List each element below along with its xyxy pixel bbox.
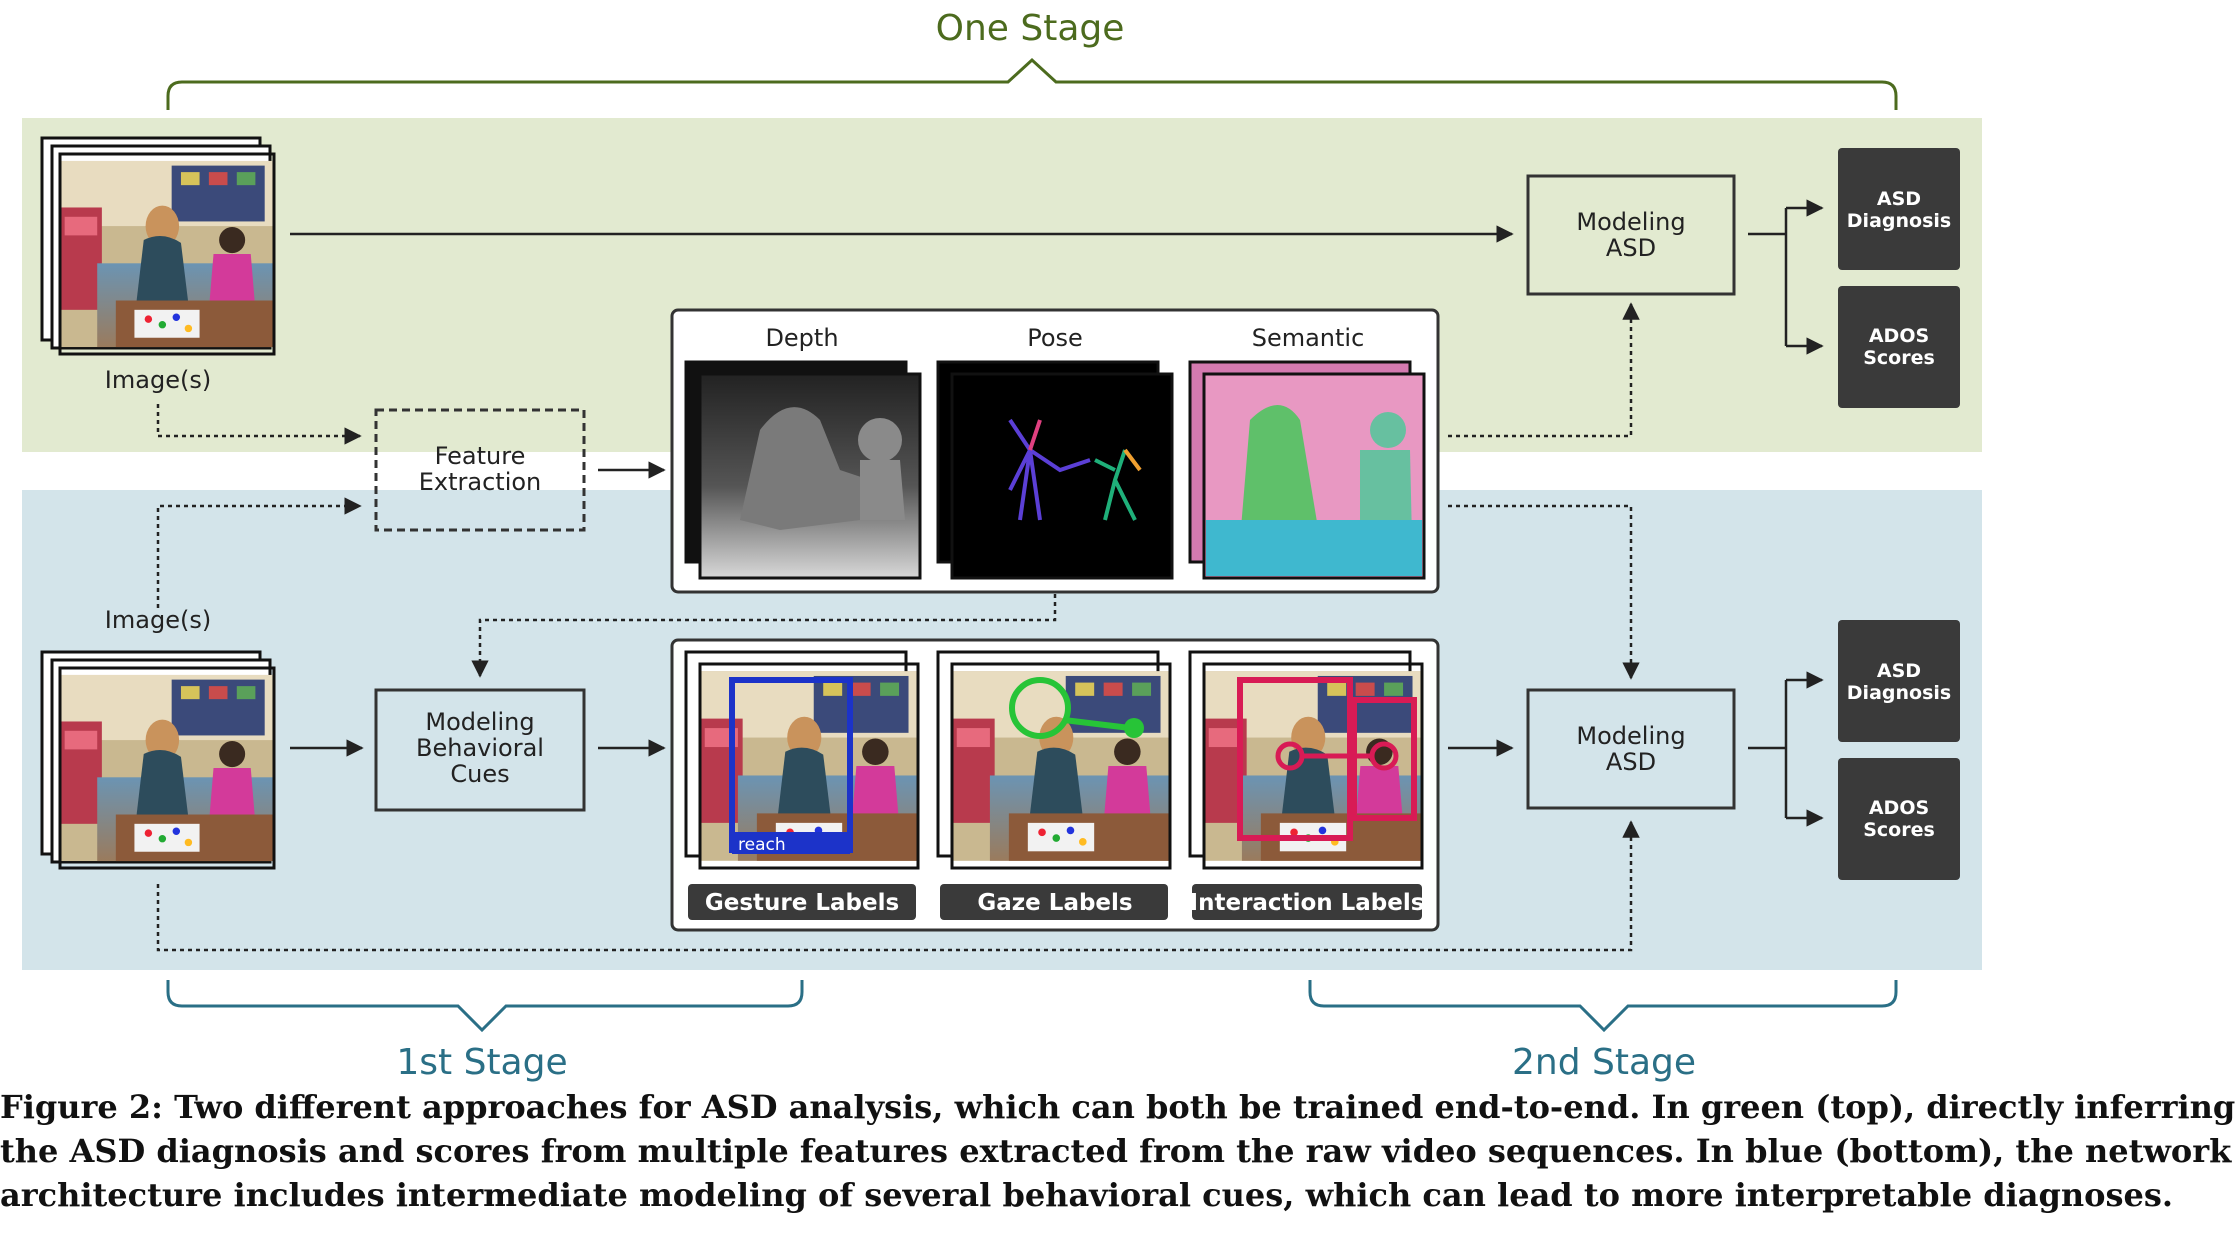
feature-extraction-box [374, 408, 586, 532]
asd-diagnosis-top-line2: Diagnosis [1847, 210, 1951, 232]
gaze-image [936, 650, 1172, 870]
caption-line-2: the ASD diagnosis and scores from multip… [0, 1132, 2232, 1170]
modeling-cues-line3: Cues [450, 760, 509, 788]
pipeline-diagram: One Stage 1st Stage 2nd Stage Image(s) I… [22, 8, 1982, 1083]
modeling-asd-top-line2: ASD [1606, 234, 1656, 262]
ados-scores-bottom-line1: ADOS [1869, 797, 1929, 819]
one-stage-brace [166, 57, 1898, 110]
ados-scores-top-line2: Scores [1863, 347, 1935, 369]
ados-scores-top [1838, 286, 1960, 408]
interaction-labels-tag: Interaction Labels [1190, 890, 1425, 916]
asd-diagnosis-bottom-line1: ASD [1877, 660, 1921, 682]
first-stage-label: 1st Stage [396, 1042, 567, 1083]
reach-tag: reach [738, 835, 786, 855]
input-images-top [40, 136, 276, 356]
input-images-bottom [40, 650, 276, 870]
one-stage-label: One Stage [936, 8, 1125, 49]
modeling-asd-top-box [1526, 174, 1736, 296]
feature-extraction-line1: Feature [435, 442, 526, 470]
modeling-asd-bottom-line2: ASD [1606, 748, 1656, 776]
caption-line-3: architecture includes intermediate model… [0, 1176, 2173, 1214]
gaze-source-marker [1009, 677, 1071, 739]
asd-diagnosis-bottom-line2: Diagnosis [1847, 682, 1951, 704]
asd-diagnosis-top-line1: ASD [1877, 188, 1921, 210]
gesture-image: reach [684, 650, 920, 870]
gaze-labels-tag: Gaze Labels [977, 890, 1132, 916]
pose-map [936, 360, 1174, 580]
interaction-image [1188, 650, 1424, 870]
solid-arrows [290, 199, 1824, 827]
feature-extraction-line2: Extraction [419, 468, 542, 496]
ados-scores-bottom [1838, 758, 1960, 880]
first-stage-brace [166, 980, 804, 1033]
asd-diagnosis-top [1838, 148, 1960, 270]
ados-scores-bottom-line2: Scores [1863, 819, 1935, 841]
depth-label: Depth [765, 324, 838, 352]
second-stage-label: 2nd Stage [1512, 1042, 1696, 1083]
interaction-box-child [1351, 697, 1417, 821]
modeling-asd-bottom-box [1526, 688, 1736, 810]
modeling-cues-line2: Behavioral [416, 734, 544, 762]
modeling-behavioral-cues-box [374, 688, 586, 812]
dotted-arrows [156, 302, 1640, 952]
asd-diagnosis-bottom [1838, 620, 1960, 742]
ados-scores-top-line1: ADOS [1869, 325, 1929, 347]
figure-caption: Figure 2: Two different approaches for A… [0, 1085, 2235, 1235]
modeling-asd-top-line1: Modeling [1576, 208, 1685, 236]
gesture-labels-tag: Gesture Labels [705, 890, 899, 916]
input-label-top: Image(s) [105, 366, 211, 394]
depth-map [684, 360, 922, 580]
gaze-target-marker [1124, 718, 1144, 738]
second-stage-brace [1308, 980, 1898, 1033]
semantic-map [1188, 360, 1426, 580]
pose-label: Pose [1027, 324, 1083, 352]
modeling-cues-line1: Modeling [425, 708, 534, 736]
caption-line-1: Figure 2: Two different approaches for A… [0, 1088, 2235, 1126]
input-label-bottom: Image(s) [105, 606, 211, 634]
modeling-asd-bottom-line1: Modeling [1576, 722, 1685, 750]
semantic-label: Semantic [1252, 324, 1365, 352]
interaction-box-adult [1237, 677, 1353, 841]
